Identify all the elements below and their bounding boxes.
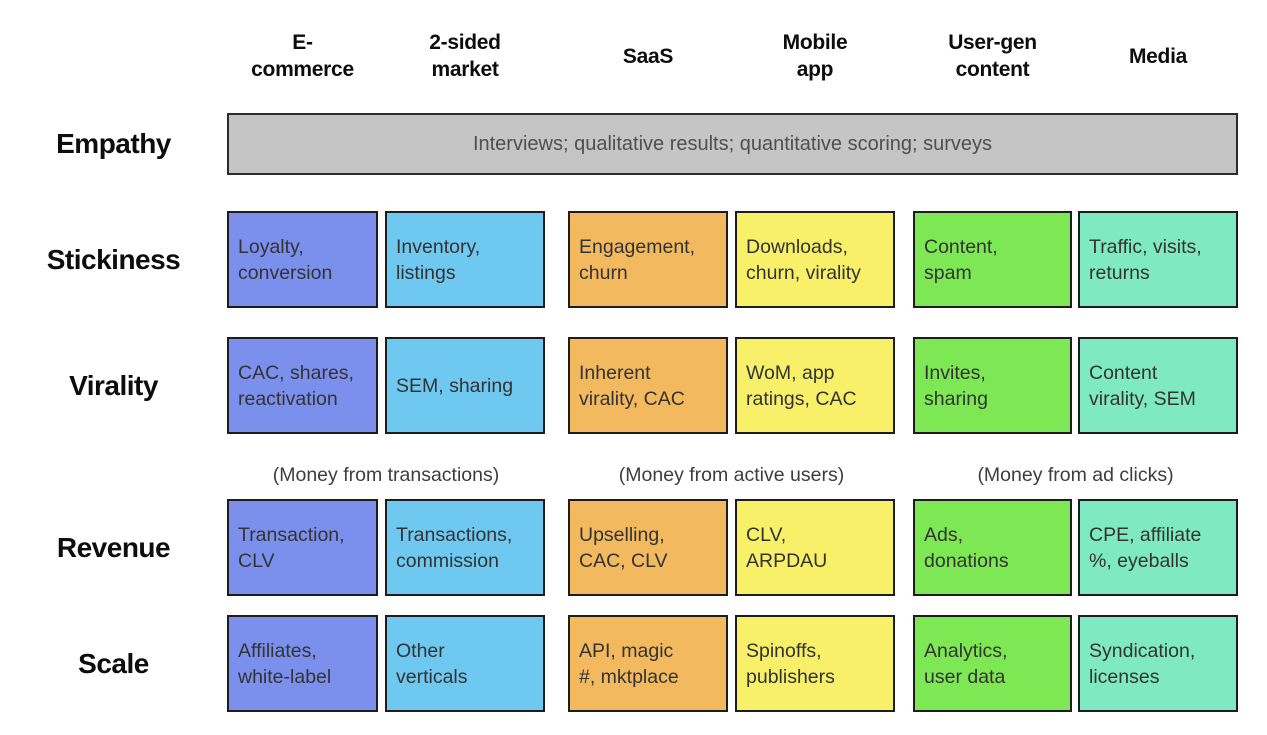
row-virality: Virality CAC, shares, reactivation SEM, … (0, 337, 1267, 434)
row-empathy: Empathy Interviews; qualitative results;… (0, 113, 1267, 175)
column-header-saas: SaaS (622, 44, 674, 68)
cell-virality-media: Content virality, SEM (1078, 337, 1238, 434)
empathy-methods-bar: Interviews; qualitative results; quantit… (227, 113, 1238, 175)
cell-revenue-media: CPE, affiliate %, eyeballs (1078, 499, 1238, 596)
cell-stickiness-saas: Engagement, churn (568, 211, 728, 308)
row-label-revenue: Revenue (56, 531, 171, 563)
cell-scale-two-sided-market: Other verticals (385, 615, 545, 712)
cell-virality-user-gen-content: Invites, sharing (913, 337, 1072, 434)
column-header-ecommerce: E- commerce (251, 31, 354, 81)
row-label-empathy: Empathy (56, 128, 171, 159)
cell-revenue-ecommerce: Transaction, CLV (227, 499, 378, 596)
cell-virality-saas: Inherent virality, CAC (568, 337, 728, 434)
cell-stickiness-two-sided-market: Inventory, listings (385, 211, 545, 308)
cell-scale-ecommerce: Affiliates, white-label (227, 615, 378, 712)
cell-revenue-saas: Upselling, CAC, CLV (568, 499, 728, 596)
header-spacer (0, 14, 227, 98)
cell-revenue-user-gen-content: Ads, donations (913, 499, 1072, 596)
column-header-user-gen-content: User-gen content (948, 31, 1037, 81)
cell-stickiness-user-gen-content: Content, spam (913, 211, 1072, 308)
cell-revenue-two-sided-market: Transactions, commission (385, 499, 545, 596)
row-revenue: Revenue Transaction, CLV Transactions, c… (0, 499, 1267, 596)
cell-virality-two-sided-market: SEM, sharing (385, 337, 545, 434)
cell-scale-saas: API, magic #, mktplace (568, 615, 728, 712)
money-label-active-users: (Money from active users) (618, 463, 845, 486)
cell-virality-ecommerce: CAC, shares, reactivation (227, 337, 378, 434)
row-stickiness: Stickiness Loyalty, conversion Inventory… (0, 211, 1267, 308)
row-label-scale: Scale (78, 647, 149, 679)
cell-stickiness-media: Traffic, visits, returns (1078, 211, 1238, 308)
cell-revenue-mobile-app: CLV, ARPDAU (735, 499, 895, 596)
column-header-two-sided-market: 2-sided market (429, 31, 501, 81)
row-scale: Scale Affiliates, white-label Other vert… (0, 615, 1267, 712)
cell-scale-mobile-app: Spinoffs, publishers (735, 615, 895, 712)
column-header-mobile-app: Mobile app (782, 31, 848, 81)
row-label-virality: Virality (69, 369, 158, 401)
cell-scale-user-gen-content: Analytics, user data (913, 615, 1072, 712)
money-label-ad-clicks: (Money from ad clicks) (977, 463, 1174, 486)
cell-scale-media: Syndication, licenses (1078, 615, 1238, 712)
column-header-row: E- commerce 2-sided market SaaS Mobile a… (0, 14, 1267, 98)
cell-stickiness-ecommerce: Loyalty, conversion (227, 211, 378, 308)
row-label-stickiness: Stickiness (46, 243, 181, 275)
cell-virality-mobile-app: WoM, app ratings, CAC (735, 337, 895, 434)
column-header-media: Media (1128, 44, 1187, 68)
cell-stickiness-mobile-app: Downloads, churn, virality (735, 211, 895, 308)
money-label-transactions: (Money from transactions) (272, 463, 500, 486)
